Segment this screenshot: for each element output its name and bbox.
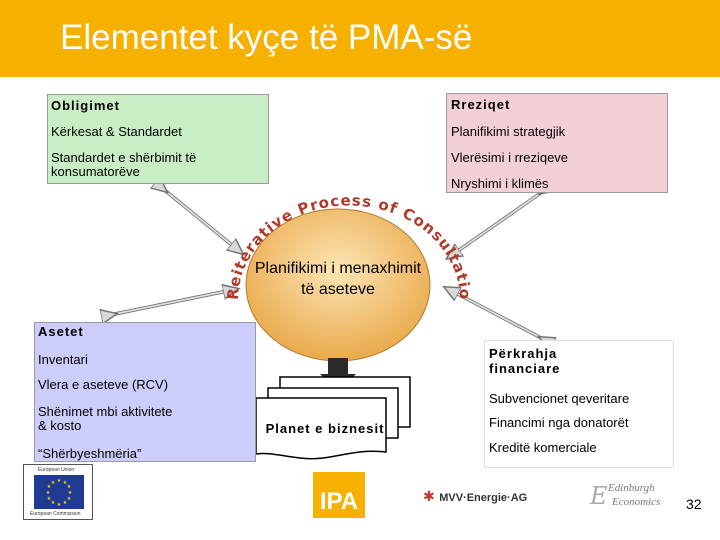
eu-logo-caption: European Union [38, 467, 75, 473]
svg-text:★: ★ [57, 502, 62, 508]
finance-item: Kreditë komerciale [489, 440, 597, 455]
obligations-box [47, 94, 269, 184]
mvv-star-icon: ✱ [423, 488, 435, 504]
ipa-logo: IPA [313, 472, 365, 518]
assets-item: Vlera e aseteve (RCV) [38, 377, 169, 392]
obligations-item: Standardet e shërbimit të [51, 150, 197, 165]
edinburgh-line1: Edinburgh [608, 482, 655, 494]
arrow-finance-center [450, 290, 545, 340]
svg-text:★: ★ [63, 500, 68, 506]
assets-item: Shënimet mbi aktivitete [38, 404, 173, 419]
center-label: Planifikimi i menaxhimit të aseteve [240, 258, 436, 300]
finance-heading-line1: Përkrahja [489, 346, 558, 361]
svg-text:★: ★ [46, 490, 51, 496]
title-bar [0, 0, 720, 77]
assets-heading: Asetet [38, 324, 84, 339]
svg-text:★: ★ [47, 484, 52, 490]
finance-box [484, 340, 674, 468]
edinburgh-logo: E Edinburgh Economics [590, 480, 670, 516]
svg-text:★: ★ [57, 478, 62, 484]
edinburgh-monogram: E [590, 482, 608, 510]
svg-text:★: ★ [67, 484, 72, 490]
finance-item: Subvencionet qeveritare [489, 391, 630, 406]
finance-item: Financimi nga donatorët [489, 415, 629, 430]
page-title: Elementet kyçe të PMA-së [60, 18, 473, 57]
svg-text:★: ★ [47, 496, 52, 502]
risks-heading: Rreziqet [451, 97, 511, 112]
down-arrow [320, 358, 356, 392]
svg-text:★: ★ [51, 500, 56, 506]
center-label-line1: Planifikimi i menaxhimit [254, 260, 422, 277]
finance-heading: Përkrahja financiare [489, 346, 560, 376]
mvv-logo: ✱ MVV·Energie·AG [423, 488, 527, 506]
risks-item: Planifikimi strategjik [451, 124, 566, 139]
center-label-line2: të aseteve [301, 281, 375, 298]
assets-box [34, 322, 256, 462]
svg-text:★: ★ [51, 480, 56, 486]
svg-text:★: ★ [63, 480, 68, 486]
mvv-logo-text: MVV·Energie·AG [439, 492, 528, 504]
finance-heading-line2: financiare [489, 361, 561, 376]
eu-logo-footer: European Commission [30, 511, 81, 517]
edinburgh-line2: Economics [612, 496, 661, 508]
risks-item: Nryshimi i klimës [451, 176, 549, 191]
risks-box [446, 93, 668, 193]
business-plans-label: Planet e biznesit [265, 421, 385, 436]
obligations-item: Kërkesat & Standardet [51, 124, 182, 139]
obligations-heading: Obligimet [51, 98, 120, 113]
assets-item: & kosto [38, 418, 82, 433]
risks-item: Vlerësimi i rreziqeve [451, 150, 569, 165]
arrow-risks-center [452, 190, 545, 255]
obligations-item: konsumatorëve [51, 164, 140, 179]
svg-text:★: ★ [68, 490, 73, 496]
business-plans-stack [255, 376, 411, 460]
ipa-logo-text: IPA [319, 488, 359, 515]
assets-item: “Shërbyeshmëria” [38, 446, 142, 461]
eu-flag-icon: ★★★ ★★★ ★★★ ★★★ [34, 475, 84, 509]
page-number: 32 [686, 496, 702, 512]
svg-text:★: ★ [67, 496, 72, 502]
arrow-obligations-center [162, 188, 238, 250]
assets-item: Inventari [38, 352, 88, 367]
arrow-assets-center [110, 290, 232, 315]
eu-logo: European Union ★★★ ★★★ ★★★ ★★★ European … [23, 464, 93, 520]
